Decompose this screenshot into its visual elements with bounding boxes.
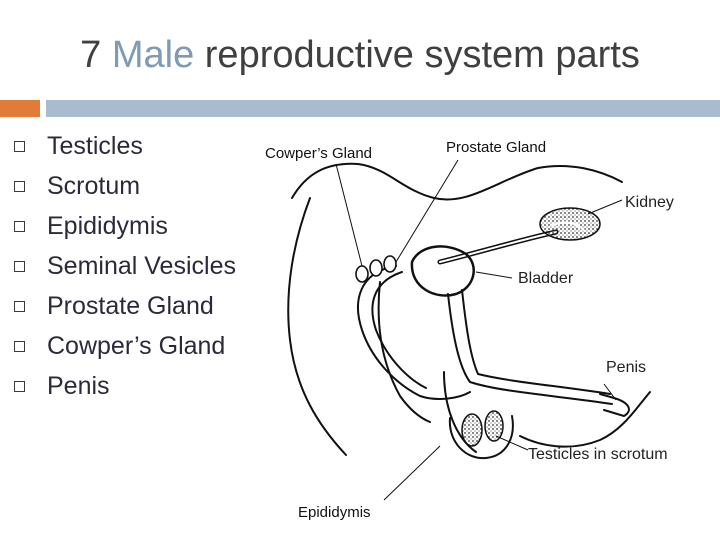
bullet-text: Scrotum (47, 171, 141, 200)
gland-shape (383, 255, 397, 273)
bullet-text: Cowper’s Gland (47, 331, 226, 360)
leader-testicles (495, 435, 529, 451)
bullet-text: Penis (47, 371, 110, 400)
bullet-text: Epididymis (47, 211, 168, 240)
cowpers-gland-shape (355, 265, 369, 283)
bladder (410, 245, 475, 297)
bullet-text: Seminal Vesicles (47, 251, 236, 280)
body-outline-back (291, 162, 623, 201)
slide-title: 7 Male reproductive system parts (0, 34, 720, 77)
label-testicles-in-scrotum: Testicles in scrotum (528, 446, 668, 463)
list-item: Testicles (14, 126, 236, 166)
list-item: Scrotum (14, 166, 236, 206)
body-outline-leg (287, 197, 347, 456)
leader-epididymis (383, 445, 441, 501)
gland-shape (369, 259, 383, 277)
list-item: Penis (14, 366, 236, 406)
list-item: Seminal Vesicles (14, 246, 236, 286)
label-epididymis: Epididymis (298, 504, 371, 521)
bullet-box-icon (14, 220, 25, 232)
bullet-box-icon (14, 260, 25, 272)
list-item: Prostate Gland (14, 286, 236, 326)
label-penis: Penis (606, 359, 647, 376)
leader-cowpers (335, 163, 363, 267)
bullet-text: Testicles (47, 131, 143, 160)
testis-right (484, 410, 504, 442)
bullet-box-icon (14, 300, 25, 312)
label-cowpers-gland: Cowper’s Gland (265, 145, 372, 162)
leader-prostate (395, 159, 459, 263)
bullet-box-icon (14, 180, 25, 192)
title-rest: reproductive system parts (204, 34, 640, 76)
leader-penis (603, 383, 617, 401)
urethra (447, 293, 613, 405)
label-prostate-gland: Prostate Gland (446, 139, 547, 156)
bullet-box-icon (14, 140, 25, 152)
title-number: 7 (80, 34, 102, 76)
accent-bar-orange (0, 100, 40, 117)
accent-bar-blue (46, 100, 720, 117)
parts-list: Testicles Scrotum Epididymis Seminal Ves… (14, 126, 236, 406)
scrotum (448, 415, 514, 460)
body-outline-front (519, 391, 651, 448)
leader-bladder (475, 271, 513, 279)
list-item: Epididymis (14, 206, 236, 246)
vas-deferens (357, 265, 471, 400)
body-outline-thigh (443, 371, 477, 453)
label-bladder: Bladder (518, 270, 574, 287)
testis-left (461, 413, 483, 447)
bullet-box-icon (14, 380, 25, 392)
leader-kidney (587, 199, 623, 215)
bullet-box-icon (14, 340, 25, 352)
list-item: Cowper’s Gland (14, 326, 236, 366)
title-accent-word: Male (111, 34, 195, 76)
label-kidney: Kidney (625, 194, 674, 211)
bullet-text: Prostate Gland (47, 291, 214, 320)
